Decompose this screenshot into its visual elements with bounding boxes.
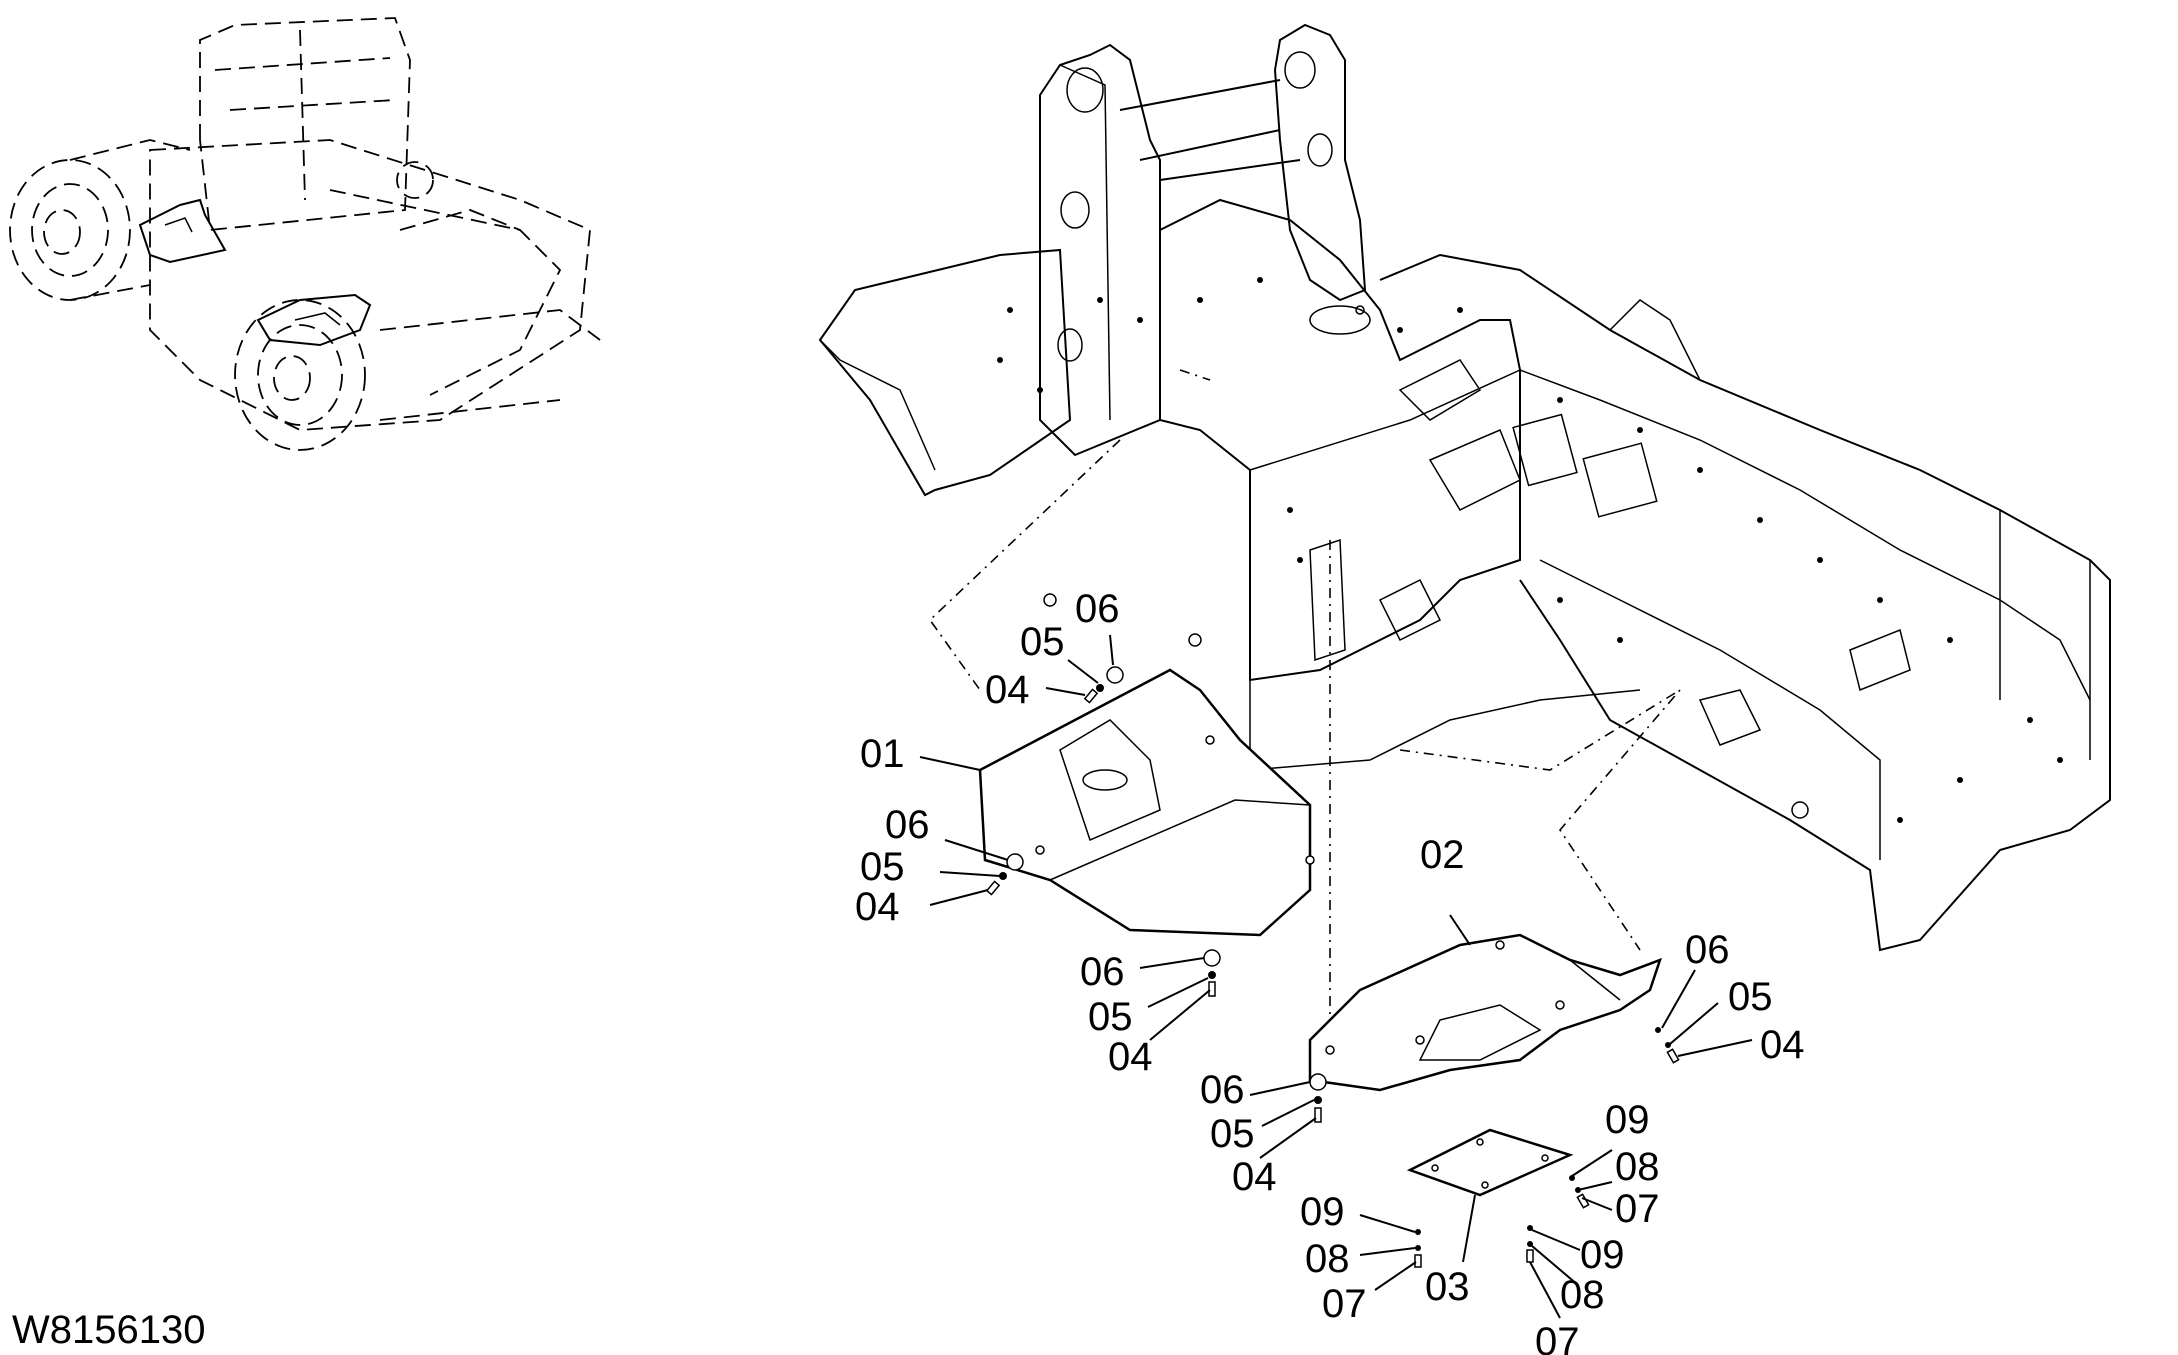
part-label-08: 08 [1560,1273,1605,1317]
part-label-02: 02 [1420,833,1465,877]
part-label-06: 06 [1685,928,1730,972]
part-label-04: 04 [1232,1155,1277,1199]
part-label-05: 05 [860,845,905,889]
part-label-05: 05 [1210,1112,1255,1156]
part-label-06: 06 [1200,1068,1245,1112]
part-label-05: 05 [1020,620,1065,664]
part-label-09: 09 [1580,1233,1625,1277]
guard-plate-03 [1406,1128,1574,1197]
part-label-08: 08 [1305,1237,1350,1281]
part-label-07: 07 [1535,1320,1580,1355]
part-label-04: 04 [985,668,1030,712]
part-label-05: 05 [1088,995,1133,1039]
part-label-06: 06 [885,803,930,847]
projection-lines [928,369,1681,1020]
vehicle-overview-icon [9,17,601,451]
part-label-07: 07 [1322,1282,1367,1326]
part-label-07: 07 [1615,1187,1660,1231]
part-label-05: 05 [1728,975,1773,1019]
part-label-04: 04 [1760,1023,1805,1067]
part-label-08: 08 [1615,1145,1660,1189]
part-label-06: 06 [1080,950,1125,994]
part-label-01: 01 [860,732,905,776]
drawing-code: W8156130 [12,1308,205,1352]
part-label-04: 04 [1108,1035,1153,1079]
part-label-03: 03 [1425,1265,1470,1309]
part-label-09: 09 [1300,1190,1345,1234]
part-label-09: 09 [1605,1098,1650,1142]
chassis-frame-drawing [818,23,2111,952]
guard-plate-02 [1308,933,1663,1092]
guard-plate-01 [978,668,1315,937]
part-label-04: 04 [855,885,900,929]
part-label-06: 06 [1075,587,1120,631]
fasteners [919,634,1753,1319]
part-labels: 01 02 03 04 05 06 04 05 06 04 05 06 04 0… [855,587,1805,1355]
